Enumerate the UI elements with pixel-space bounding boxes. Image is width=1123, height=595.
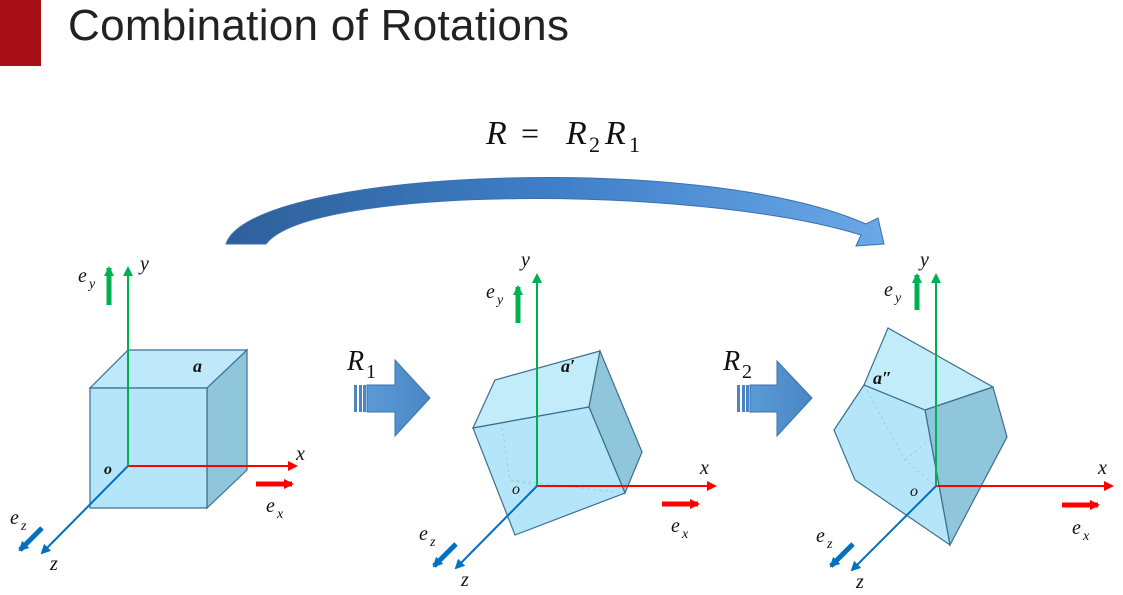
formula-r2: R [565, 115, 587, 152]
formula-r1: R [604, 115, 626, 152]
panel-after-r1: a′ o x y z e x e y e z [419, 249, 717, 591]
panel-after-r2: a″ o x y z e x e y e z [816, 249, 1114, 593]
step-arrow-r1: R 1 [346, 346, 431, 438]
ex-sub: x [681, 527, 689, 542]
slide-title: Combination of Rotations [68, 1, 570, 50]
formula-r1-sub: 1 [629, 132, 640, 157]
origin-label: o [910, 483, 918, 500]
vector-a-label: a [193, 356, 202, 376]
ey-sub: y [87, 277, 96, 292]
ez-sub: z [826, 537, 833, 552]
step-arrow-r2: R 2 [722, 346, 813, 438]
formula-equals: = [521, 115, 539, 151]
ey-label: e [884, 279, 893, 301]
ey-label: e [486, 281, 495, 303]
ez-sub: z [20, 519, 27, 534]
z-axis-label: z [49, 553, 58, 575]
panel-original: a o x y z e x e y e z [10, 253, 305, 575]
ex-label: e [671, 515, 680, 537]
origin-label: o [104, 461, 112, 478]
y-axis-label: y [519, 249, 530, 271]
ex-label: e [1072, 517, 1081, 539]
ez-label: e [816, 525, 825, 547]
z-axis-label: z [460, 569, 469, 591]
x-axis-label: x [295, 443, 305, 465]
ez-sub: z [429, 535, 436, 550]
ey-sub: y [893, 291, 902, 306]
composite-rotation-arrow [225, 177, 885, 247]
step-r1-label: R [346, 346, 364, 377]
vector-a-double-prime-label: a″ [873, 368, 892, 388]
title-accent-bar [0, 0, 41, 66]
y-axis-label: y [138, 253, 149, 275]
ez-label: e [419, 523, 428, 545]
ey-label: e [78, 265, 87, 287]
ez-label: e [10, 507, 19, 529]
y-axis-label: y [918, 249, 929, 271]
z-axis-label: z [855, 571, 864, 593]
ex-label: e [266, 495, 275, 517]
step-r1-sub: 1 [366, 361, 376, 383]
x-axis-label: x [1097, 457, 1107, 479]
step-r2-sub: 2 [742, 361, 752, 383]
formula-r2-sub: 2 [589, 132, 600, 157]
formula-lhs: R [485, 115, 507, 152]
ey-sub: y [495, 293, 504, 308]
ex-sub: x [1082, 529, 1090, 544]
origin-label: o [512, 481, 520, 498]
ex-sub: x [276, 507, 284, 522]
step-r2-label: R [722, 346, 740, 377]
vector-a-prime-label: a′ [561, 356, 575, 376]
x-axis-label: x [699, 457, 709, 479]
composition-formula: R = R 2 R 1 [485, 115, 640, 157]
